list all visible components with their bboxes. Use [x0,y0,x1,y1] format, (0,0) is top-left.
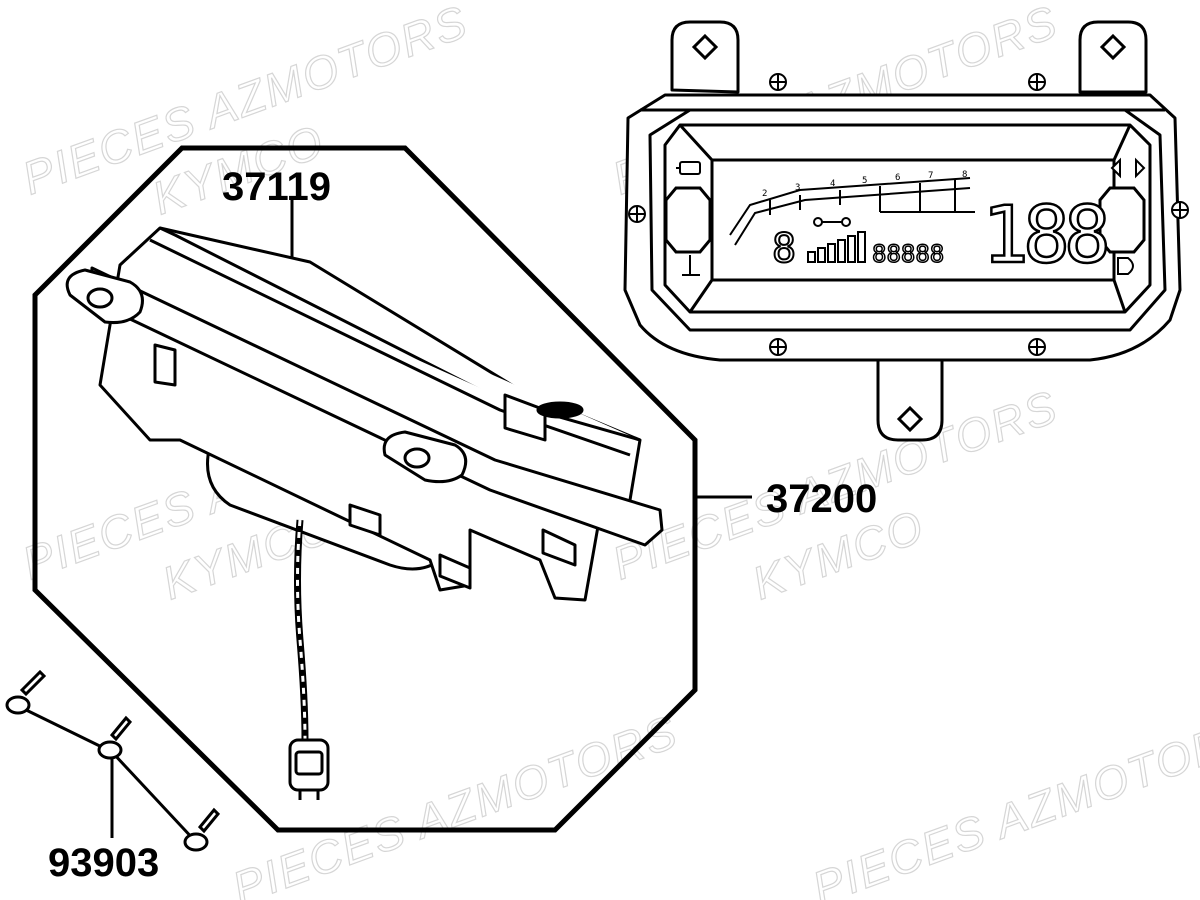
screw-icon [5,669,47,715]
watermark-text: PIECES AZMOTORS [226,705,685,900]
mount-hole-icon [691,33,719,61]
tach-scale-label: 4 [830,179,835,189]
temperature-icon [682,255,700,276]
harness-connector [288,738,330,800]
mount-hole-icon [1099,33,1127,61]
tach-bar-graph [734,187,971,246]
screw-icon [183,807,221,852]
part-number-37200[interactable]: 37200 [766,477,877,521]
headlight-icon [1117,257,1134,275]
engine-check-icon [676,161,701,175]
fuel-gauge-icon [807,231,866,263]
left-mode-button[interactable] [664,186,712,254]
odometer-digits: 88888 [872,240,944,268]
screw-head-icon [628,205,646,223]
screw-leader [110,750,198,844]
assembly-frame [32,145,698,833]
right-mode-button[interactable] [1098,186,1146,254]
meter-face-front-view [623,20,1182,442]
screw-icon [97,715,133,760]
part-number-93903[interactable]: 93903 [48,841,159,885]
tach-scale-label: 2 [762,189,767,199]
tach-scale-label: 6 [895,173,900,183]
watermark-text: PIECES AZMOTORS [806,705,1200,900]
wiring-harness [288,519,330,800]
screw-group [5,669,221,852]
meter-buttons [664,186,1146,254]
tach-scale-label: 8 [962,170,967,180]
face-screw-icons [628,73,1189,356]
lcd-display: 2 3 4 5 6 7 8 8 88888 188 [729,170,1113,282]
tach-scale-label: 3 [795,183,800,193]
mount-hole-icon [896,405,924,433]
screw-head-icon [1028,73,1046,91]
tach-scale-label: 5 [862,176,867,186]
speed-digits: 188 [982,191,1106,281]
part-number-37119[interactable]: 37119 [222,165,331,209]
mount-hole-icons [691,33,1127,433]
screw-head-icon [769,73,787,91]
indicator-icons [676,157,1146,276]
screw-leader [17,704,113,754]
gear-digit: 8 [772,226,796,272]
tach-scale-label: 7 [928,171,933,181]
screw-head-icon [1171,201,1189,219]
turn-signal-icon [1110,157,1146,179]
wrench-icon [813,217,851,227]
tach-bar-graph [729,177,971,236]
screw-head-icon [1028,338,1046,356]
meter-housing-side-view [65,226,664,602]
screw-head-icon [769,338,787,356]
